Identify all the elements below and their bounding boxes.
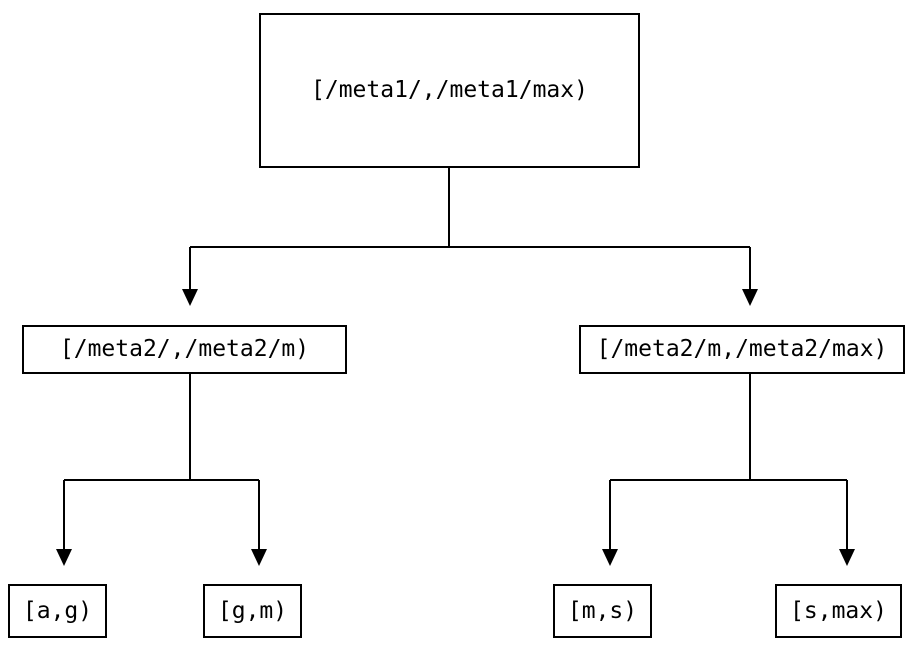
edge-left-subtree-to-leaves bbox=[56, 374, 267, 566]
arrowhead-icon bbox=[839, 549, 855, 566]
edge-right-connector-line bbox=[609, 374, 848, 549]
arrowhead-icon bbox=[56, 549, 72, 566]
node-leaf-gm: [g,m) bbox=[203, 584, 302, 638]
arrowhead-icon bbox=[602, 549, 618, 566]
node-root-range: [/meta1/,/meta1/max) bbox=[259, 13, 640, 168]
edge-left-connector-line bbox=[63, 374, 260, 549]
node-leaf-smax: [s,max) bbox=[775, 584, 902, 638]
node-leaf-ms: [m,s) bbox=[553, 584, 652, 638]
edge-root-connector-line bbox=[189, 168, 751, 289]
edge-right-subtree-to-leaves bbox=[602, 374, 855, 566]
edge-root-to-level2 bbox=[182, 168, 758, 306]
arrowhead-icon bbox=[182, 289, 198, 306]
arrowhead-icon bbox=[251, 549, 267, 566]
arrowhead-icon bbox=[742, 289, 758, 306]
node-leaf-ag: [a,g) bbox=[8, 584, 107, 638]
node-right-subrange: [/meta2/m,/meta2/max) bbox=[579, 325, 905, 374]
node-left-subrange: [/meta2/,/meta2/m) bbox=[22, 325, 347, 374]
